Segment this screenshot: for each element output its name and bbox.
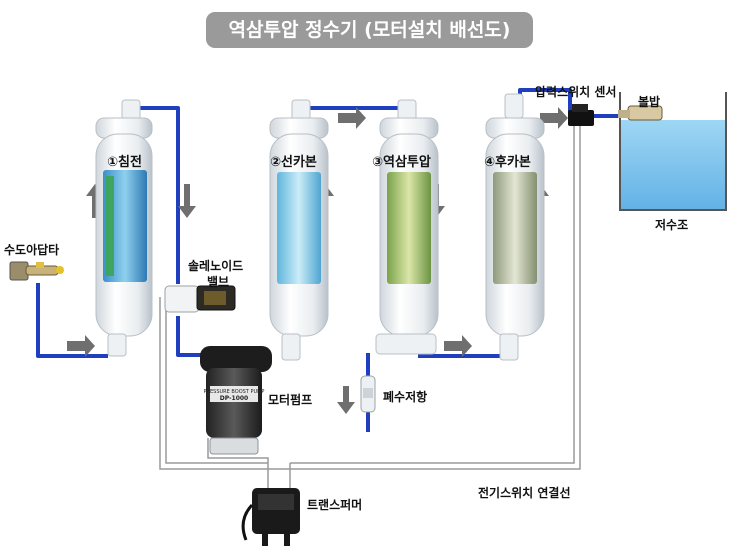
pressure-switch-label: 압력스위치 센서 (535, 85, 617, 99)
arrow-right-icon (338, 107, 366, 129)
filter-4-housing (485, 93, 545, 361)
page-title: 역삼투압 정수기 (모터설치 배선도) (206, 12, 533, 48)
arrow-down-icon (337, 386, 355, 414)
arrow-down-icon (178, 184, 196, 218)
water-tank-label: 저수조 (655, 218, 689, 232)
pump-brand-text: PRESSURE BOOST PUMP (204, 389, 265, 395)
float-valve-label: 볼밥 (638, 95, 661, 109)
electric-wire-label: 전기스위치 연결선 (478, 486, 571, 500)
pump-model-text: DP-1000 (220, 395, 248, 402)
waste-restrictor (360, 375, 376, 413)
waste-restrictor-label: 폐수저항 (383, 390, 428, 404)
tap-adapter-label: 수도아답타 (4, 243, 60, 257)
tap-adapter (9, 261, 64, 281)
transformer (241, 488, 300, 546)
transformer-label: 트랜스퍼머 (307, 498, 363, 512)
motor-pump-label: 모터펌프 (268, 393, 313, 407)
solenoid-valve (164, 285, 236, 313)
filter-3-housing (375, 99, 439, 355)
solenoid-valve-label-2: 밸브 (207, 275, 230, 289)
filter-3-label: ③역삼투압 (372, 155, 431, 170)
motor-pump: PRESSURE BOOST PUMP DP-1000 (200, 346, 272, 455)
filter-1-label: ①침전 (107, 155, 142, 170)
solenoid-valve-label-1: 솔레노이드 (188, 259, 244, 273)
filter-4-label: ④후카본 (484, 155, 531, 170)
pressure-switch (568, 104, 594, 126)
arrow-right-icon (444, 335, 472, 357)
arrow-right-icon (67, 335, 95, 357)
arrow-right-icon (540, 107, 568, 129)
filter-1-housing (95, 99, 153, 357)
water-tank (618, 92, 727, 211)
filter-2-housing (269, 99, 329, 361)
pipe-inlet (36, 283, 108, 358)
filter-2-label: ②선카본 (270, 155, 317, 170)
electric-wire (159, 122, 581, 490)
pipe-f1-to-valve (132, 106, 180, 284)
